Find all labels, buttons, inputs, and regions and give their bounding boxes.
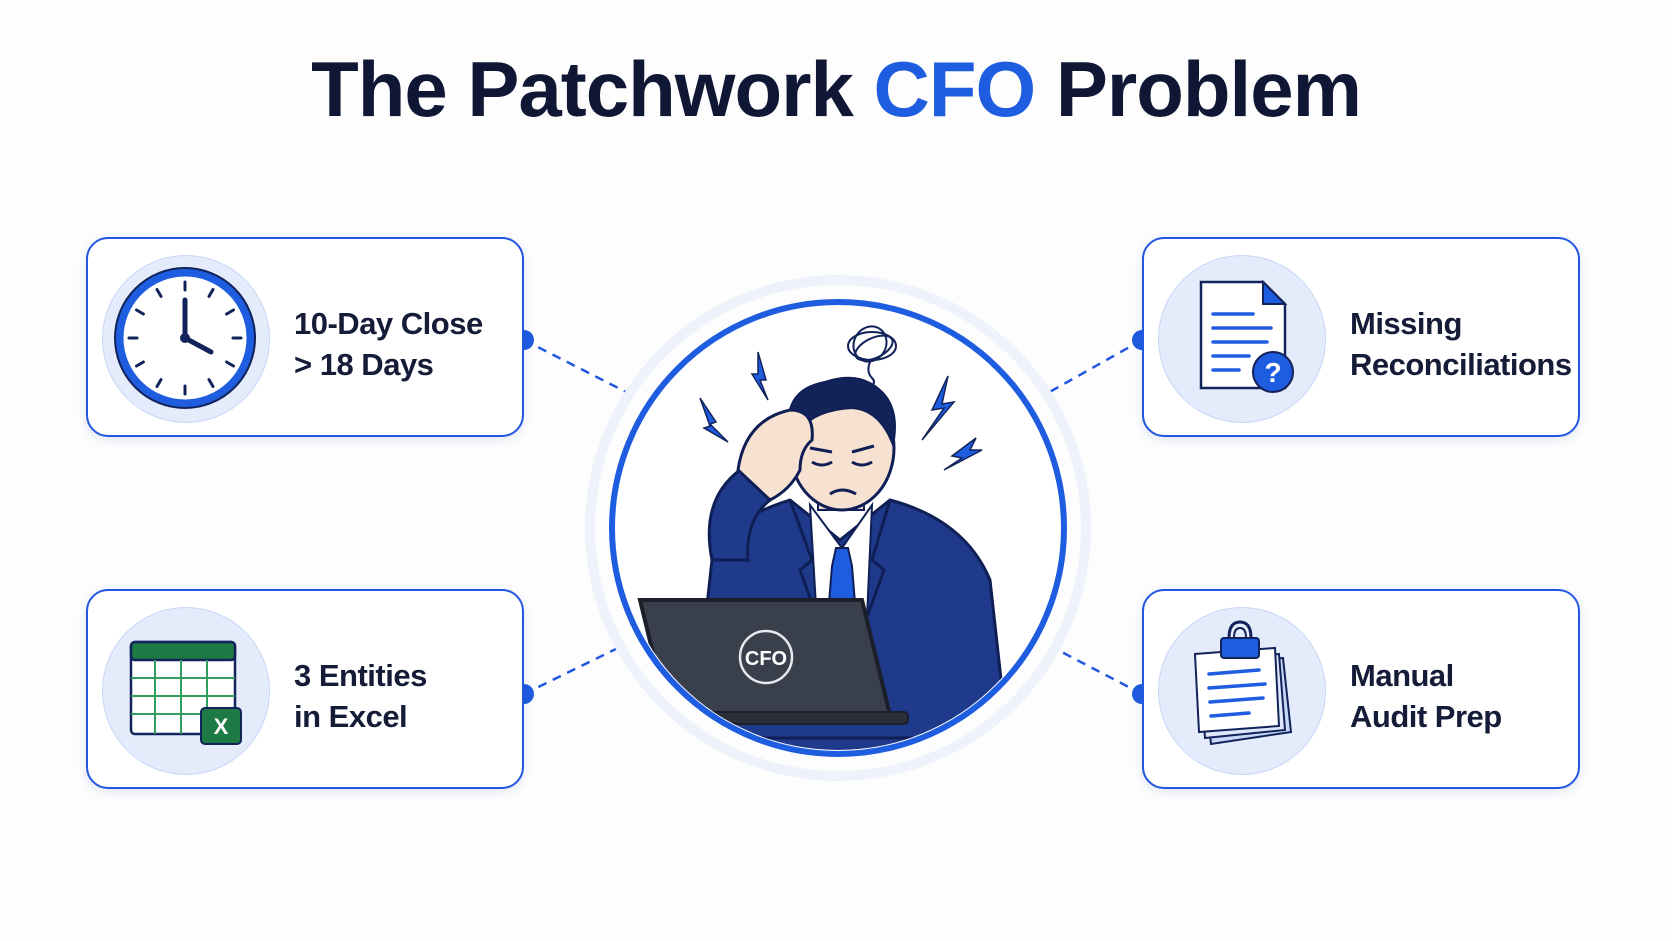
spreadsheet-icon: X	[129, 640, 242, 745]
svg-text:?: ?	[1264, 357, 1281, 388]
problem-label: Missing Reconciliations	[1350, 303, 1575, 385]
connector-bottom-left	[523, 644, 623, 696]
lightning-icon	[699, 397, 729, 443]
problem-title: 3 Entities	[294, 658, 427, 693]
problem-card-reconciliations: ? Missing Reconciliations	[1142, 237, 1580, 437]
laptop-logo-ring	[738, 629, 794, 685]
clipped-papers-icon	[1193, 620, 1293, 746]
lightning-icon	[943, 437, 983, 471]
problem-detail: Reconciliations	[1350, 347, 1572, 382]
outer-halo-ring	[585, 275, 1091, 781]
title-text-start: The Patchwork	[311, 45, 874, 133]
problem-detail: in Excel	[294, 699, 408, 734]
problem-label: Manual Audit Prep	[1350, 655, 1575, 737]
stress-bolts	[699, 351, 983, 471]
problem-title: Missing	[1350, 306, 1462, 341]
problem-label: 3 Entities in Excel	[294, 655, 519, 737]
problem-card-close-time: 10-Day Close > 18 Days	[86, 237, 524, 437]
laptop-label: CFO	[745, 648, 787, 670]
svg-text:X: X	[214, 714, 229, 739]
document-question-icon: ?	[1199, 279, 1294, 393]
title-highlight: CFO	[873, 45, 1037, 133]
scribble-cloud-icon	[847, 325, 897, 387]
connector-top-left	[523, 338, 631, 396]
connector-top-right	[1045, 338, 1143, 396]
document-question-icon-badge: ?	[1158, 255, 1326, 423]
lightning-icon	[921, 375, 956, 441]
clipped-papers-icon-badge	[1158, 607, 1326, 775]
problem-label: 10-Day Close > 18 Days	[294, 303, 519, 385]
spreadsheet-icon-badge: X	[102, 607, 270, 775]
page-title: The Patchwork CFO Problem	[0, 44, 1672, 135]
problem-detail: > 18 Days	[294, 347, 434, 382]
clock-icon	[114, 267, 256, 409]
problem-title: Manual	[1350, 658, 1454, 693]
connector-bottom-right	[1053, 646, 1143, 696]
hair	[787, 376, 896, 449]
hand-on-forehead	[736, 408, 814, 502]
problem-detail: Audit Prep	[1350, 699, 1502, 734]
title-text-end: Problem	[1035, 45, 1362, 133]
lightning-icon	[750, 351, 769, 401]
problem-card-audit-prep: Manual Audit Prep	[1142, 589, 1580, 789]
problem-title: 10-Day Close	[294, 306, 483, 341]
problem-card-excel-entities: X 3 Entities in Excel	[86, 589, 524, 789]
clock-icon-badge	[102, 255, 270, 423]
